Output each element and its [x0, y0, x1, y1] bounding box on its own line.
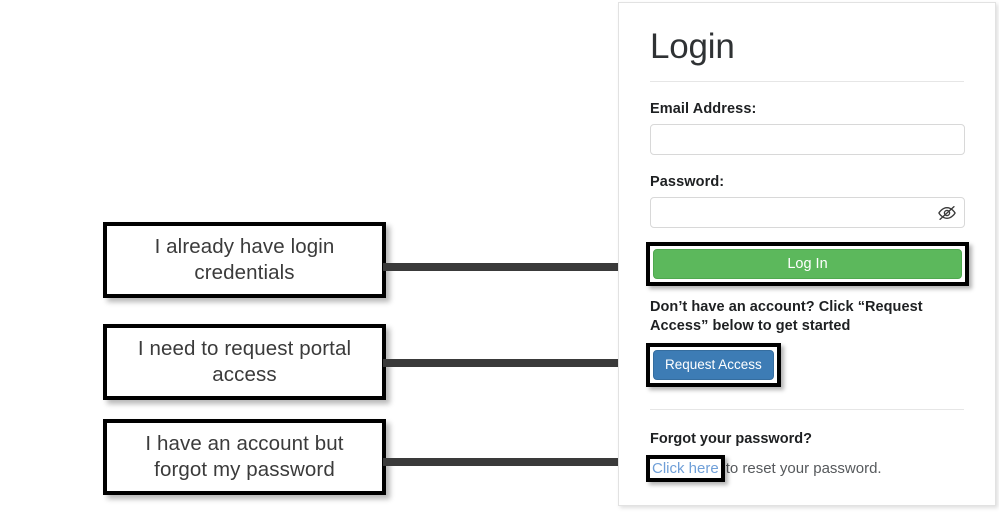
login-panel: Login Email Address: Password: Log In Do… — [618, 2, 996, 506]
arrow-to-login-button — [383, 254, 645, 280]
click-here-link[interactable]: Click here — [652, 460, 719, 478]
title-divider — [650, 81, 964, 82]
log-in-button[interactable]: Log In — [653, 249, 962, 279]
arrow-to-click-here-link — [383, 449, 645, 475]
login-button-highlight: Log In — [646, 242, 969, 286]
request-access-highlight: Request Access — [646, 343, 781, 388]
callout-box-have-credentials: I already have login credentials — [103, 222, 386, 298]
request-access-help-text: Don’t have an account? Click “Request Ac… — [650, 299, 923, 335]
click-here-highlight: Click here — [646, 455, 725, 483]
password-field-label: Password: — [650, 174, 725, 190]
password-field-wrapper — [650, 197, 965, 228]
forgot-password-heading: Forgot your password? — [650, 431, 812, 448]
page-title: Login — [650, 27, 735, 66]
reset-password-text: to reset your password. — [725, 460, 882, 478]
section-divider — [650, 409, 964, 411]
arrow-to-request-access-button — [383, 350, 645, 376]
email-field-label: Email Address: — [650, 101, 757, 117]
reset-password-line: Click here to reset your password. — [646, 455, 964, 483]
callout-text: I have an account but forgot my password — [145, 431, 344, 481]
callout-text: I already have login credentials — [154, 234, 335, 284]
email-field[interactable] — [650, 124, 965, 155]
password-field[interactable] — [650, 197, 965, 228]
callout-box-forgot-password: I have an account but forgot my password — [103, 419, 386, 495]
callout-text: I need to request portal access — [137, 336, 352, 386]
callout-box-request-access: I need to request portal access — [103, 324, 386, 400]
request-access-button[interactable]: Request Access — [653, 350, 774, 381]
eye-slash-icon[interactable] — [937, 203, 957, 223]
